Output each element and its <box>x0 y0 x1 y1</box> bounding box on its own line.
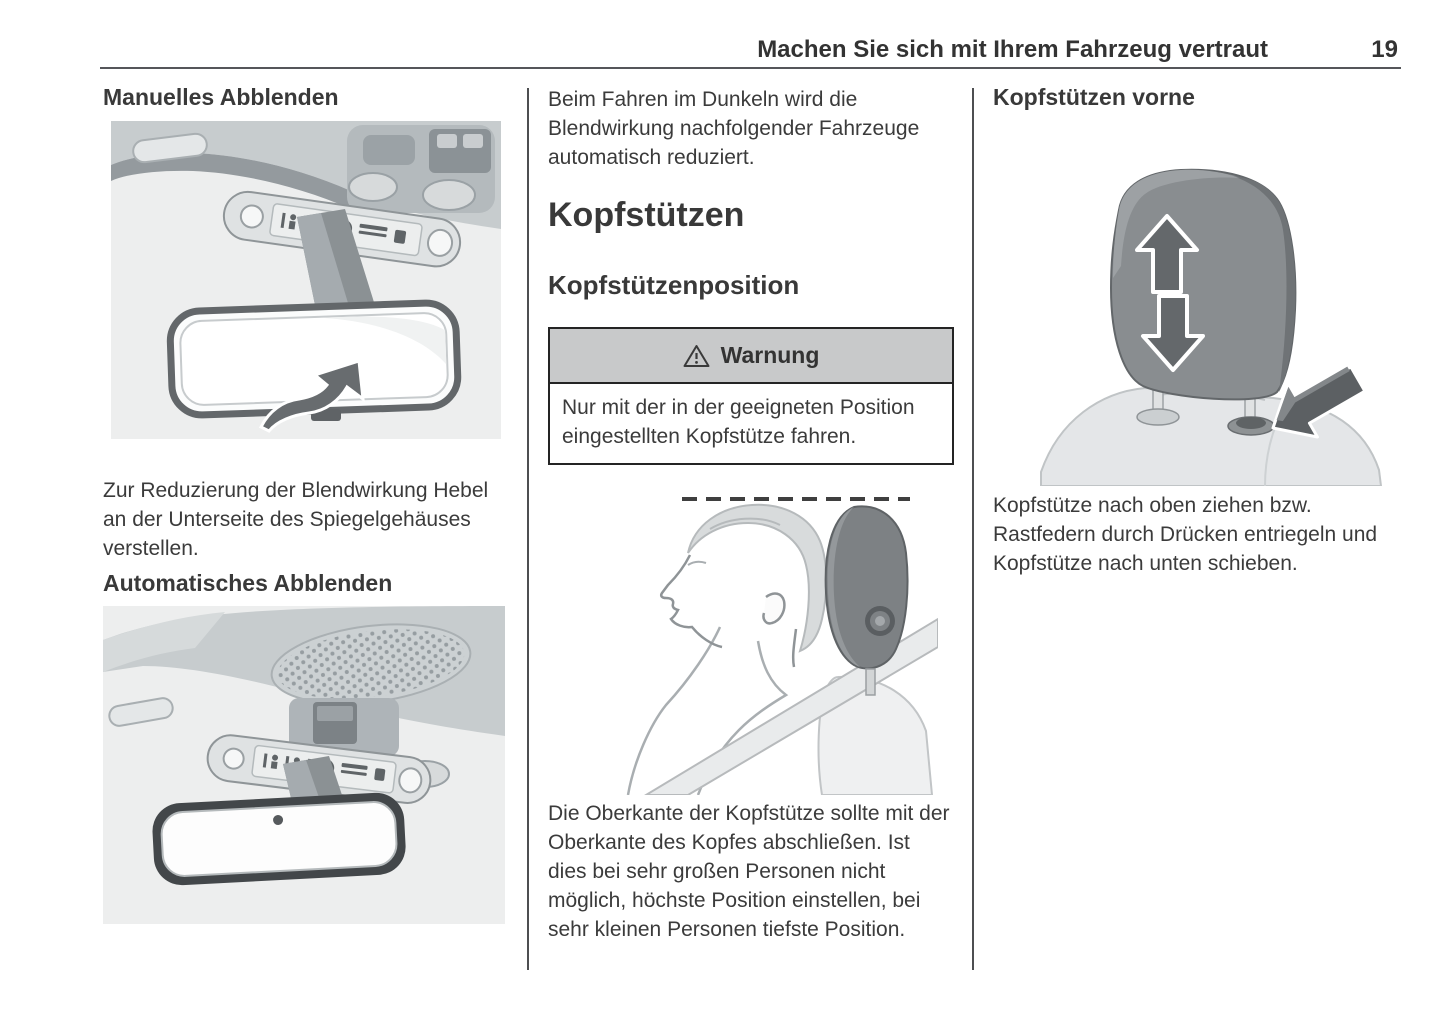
heading-manuelles-abblenden: Manuelles Abblenden <box>103 84 339 110</box>
page-header-title: Machen Sie sich mit Ihrem Fahrzeug vertr… <box>757 36 1268 63</box>
speaker-grille <box>270 623 472 705</box>
seat-back <box>817 675 934 795</box>
warning-box: Warnung Nur mit der in der geeigneten Po… <box>548 327 954 465</box>
down-arrow-icon <box>1141 294 1205 372</box>
heading-automatisches-abblenden: Automatisches Abblenden <box>103 570 393 596</box>
front-headrest-text: Kopfstütze nach oben ziehen bzw. Rastfed… <box>993 494 1378 575</box>
warning-triangle-icon <box>683 344 710 367</box>
sun-visor <box>132 132 208 164</box>
column-separator-1 <box>527 88 529 970</box>
up-arrow-icon <box>1135 214 1199 294</box>
hair <box>687 503 828 653</box>
header-rule <box>100 67 1401 69</box>
warning-header: Warnung <box>550 329 952 384</box>
release-arrow-icon <box>1271 365 1367 439</box>
curved-arrow-icon <box>258 359 365 433</box>
warning-title: Warnung <box>720 342 820 368</box>
page-number: 19 <box>1371 36 1398 63</box>
warning-text: Nur mit der in der geeigneten Position e… <box>562 396 915 448</box>
headrest <box>824 505 909 696</box>
section-title-kopfstuetzen: Kopfstützen <box>548 196 745 234</box>
manual-mirror-illustration <box>111 121 501 439</box>
auto-dimming-intro-text: Beim Fahren im Dunkeln wird die Blendwir… <box>548 88 920 169</box>
headrest <box>1109 168 1297 401</box>
overhead-console <box>347 125 495 213</box>
sun-visor <box>108 697 174 727</box>
face-profile <box>659 554 723 649</box>
front-headrest-illustration <box>1033 146 1391 486</box>
headrest-position-illustration <box>570 469 938 795</box>
column-separator-2 <box>972 88 974 970</box>
dimming-sensor-dot <box>273 815 284 826</box>
manual-dimming-text: Zur Reduzierung der Blendwirkung Hebel a… <box>103 479 489 560</box>
headrest-posts <box>1136 381 1275 436</box>
auto-dim-mirror <box>152 792 406 886</box>
auto-mirror-illustration <box>103 606 505 924</box>
ear <box>762 592 786 625</box>
headrest-position-text: Die Oberkante der Kopfstütze sollte mit … <box>548 802 950 941</box>
heading-kopfstuetzen-vorne: Kopfstützen vorne <box>993 84 1195 110</box>
rearview-mirror <box>166 299 462 419</box>
subsection-kopfstuetzenposition: Kopfstützenposition <box>548 270 800 300</box>
